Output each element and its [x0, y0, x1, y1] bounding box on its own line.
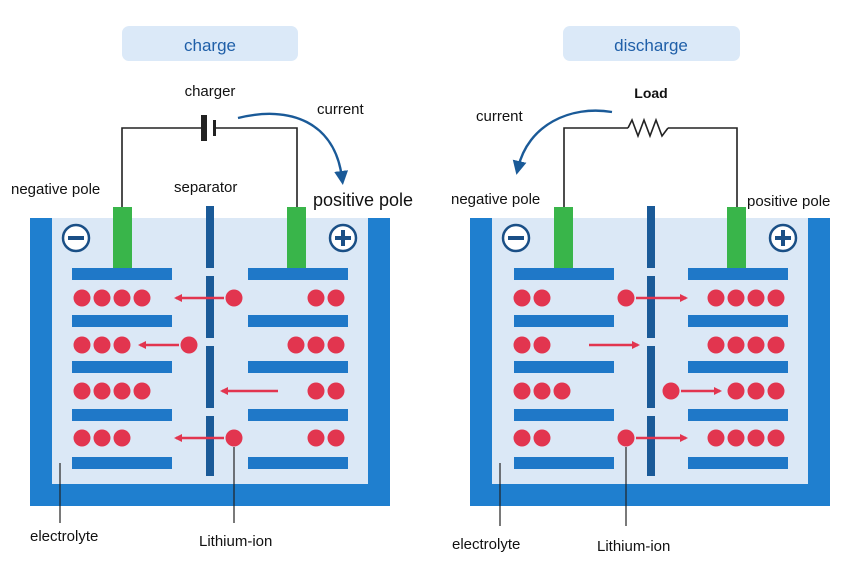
- discharge-positive-pole: [727, 207, 746, 269]
- charge-ions: [73, 289, 345, 447]
- discharge-current-arrow: [512, 109, 613, 175]
- discharge-wire-left: [563, 127, 628, 207]
- charge-negative-plates: [72, 268, 172, 469]
- charge-positive-pole-label: positive pole: [313, 190, 413, 210]
- discharge-current-label: current: [476, 108, 524, 125]
- discharge-electrolyte-label: electrolyte: [452, 536, 520, 553]
- discharge-positive-plates: [688, 268, 788, 469]
- load-label: Load: [634, 85, 667, 101]
- charge-negative-pole-label: negative pole: [11, 181, 100, 198]
- discharge-panel: discharge Load current negative pole pos…: [451, 26, 830, 555]
- charge-wire-left: [121, 127, 202, 207]
- charge-current-arrow: [237, 112, 349, 185]
- charger-label: charger: [185, 83, 236, 100]
- discharge-negative-plates: [514, 268, 614, 469]
- discharge-ions: [513, 289, 785, 447]
- separator-label: separator: [174, 179, 237, 196]
- charger-symbol: [201, 115, 216, 141]
- discharge-negative-pole-label: negative pole: [451, 191, 540, 208]
- charge-title-box: [122, 26, 298, 61]
- discharge-plus-icon: [768, 223, 798, 253]
- charge-title: charge: [184, 36, 236, 55]
- discharge-title-box: [563, 26, 740, 61]
- discharge-negative-pole: [554, 207, 573, 269]
- charge-current-label: current: [317, 101, 365, 118]
- charge-positive-plates: [248, 268, 348, 469]
- charge-ion-arrows: [138, 294, 278, 442]
- charge-minus-icon: [61, 223, 91, 253]
- discharge-wire-right: [668, 127, 738, 207]
- discharge-title: discharge: [614, 36, 688, 55]
- discharge-ion-label: Lithium-ion: [597, 538, 670, 555]
- charge-negative-pole: [113, 207, 132, 269]
- charge-plus-icon: [328, 223, 358, 253]
- charge-electrolyte-label: electrolyte: [30, 528, 98, 545]
- discharge-ion-arrows: [589, 294, 722, 442]
- charge-positive-pole: [287, 207, 306, 269]
- charge-wire-right: [216, 127, 298, 207]
- discharge-positive-pole-label: positive pole: [747, 193, 830, 210]
- charge-ion-label: Lithium-ion: [199, 533, 272, 550]
- charge-panel: charge charger current negative pole pos…: [11, 26, 413, 550]
- discharge-minus-icon: [501, 223, 531, 253]
- load-resistor-icon: [627, 117, 669, 139]
